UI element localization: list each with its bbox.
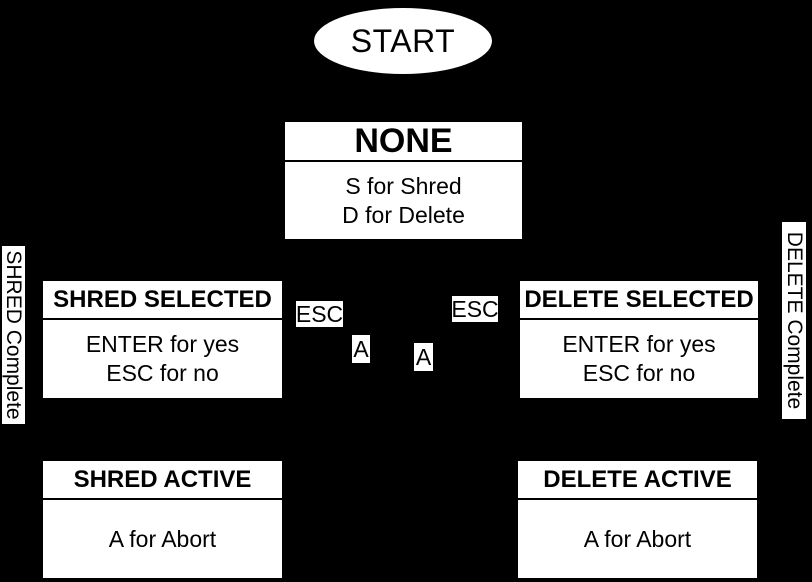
state-start-label: START: [350, 22, 456, 59]
state-shred-selected: SHRED SELECTED ENTER for yes ESC for no: [43, 281, 282, 398]
state-shred-active-title: SHRED ACTIVE: [43, 461, 282, 500]
state-delete-selected-line-2: ESC for no: [582, 360, 696, 386]
state-shred-selected-body: ENTER for yes ESC for no: [43, 320, 282, 398]
state-shred-selected-line-2: ESC for no: [106, 360, 219, 386]
state-delete-active-line-1: A for Abort: [583, 525, 692, 552]
edge-label-esc-right: ESC: [451, 295, 499, 322]
edge-label-delete-complete: DELETE Complete: [782, 222, 806, 419]
state-start: START: [314, 8, 492, 74]
state-delete-selected-line-1: ENTER for yes: [562, 331, 716, 357]
state-delete-selected-body: ENTER for yes ESC for no: [520, 320, 758, 398]
state-delete-selected-title: DELETE SELECTED: [520, 281, 758, 320]
state-shred-selected-title: SHRED SELECTED: [43, 281, 282, 320]
edge-label-a-right: A: [414, 343, 433, 371]
edge-label-shred-complete: SHRED Complete: [2, 246, 25, 424]
state-delete-selected: DELETE SELECTED ENTER for yes ESC for no: [520, 281, 758, 398]
state-shred-active-line-1: A for Abort: [108, 525, 217, 552]
state-none-body: S for Shred D for Delete: [285, 162, 522, 239]
state-none: NONE S for Shred D for Delete: [285, 122, 522, 239]
state-shred-selected-line-1: ENTER for yes: [85, 331, 240, 357]
state-shred-active-body: A for Abort: [43, 500, 282, 578]
state-none-title: NONE: [285, 122, 522, 162]
state-delete-active: DELETE ACTIVE A for Abort: [518, 461, 757, 578]
state-none-line-1: S for Shred: [345, 172, 462, 199]
edge-label-esc-left: ESC: [295, 300, 344, 327]
edge-label-shred-complete-text: SHRED Complete: [2, 250, 25, 420]
state-none-line-2: D for Delete: [342, 201, 465, 228]
edge-label-delete-complete-text: DELETE Complete: [783, 231, 806, 410]
state-delete-active-body: A for Abort: [518, 500, 757, 578]
edge-label-a-left: A: [352, 335, 370, 363]
state-shred-active: SHRED ACTIVE A for Abort: [43, 461, 282, 578]
state-delete-active-title: DELETE ACTIVE: [518, 461, 757, 500]
